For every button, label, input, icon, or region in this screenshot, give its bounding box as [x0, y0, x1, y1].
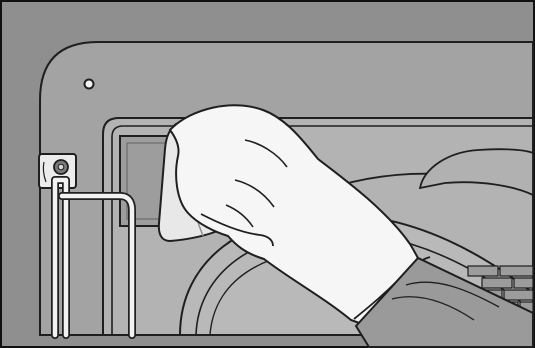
mounting-hole-icon — [85, 80, 94, 89]
